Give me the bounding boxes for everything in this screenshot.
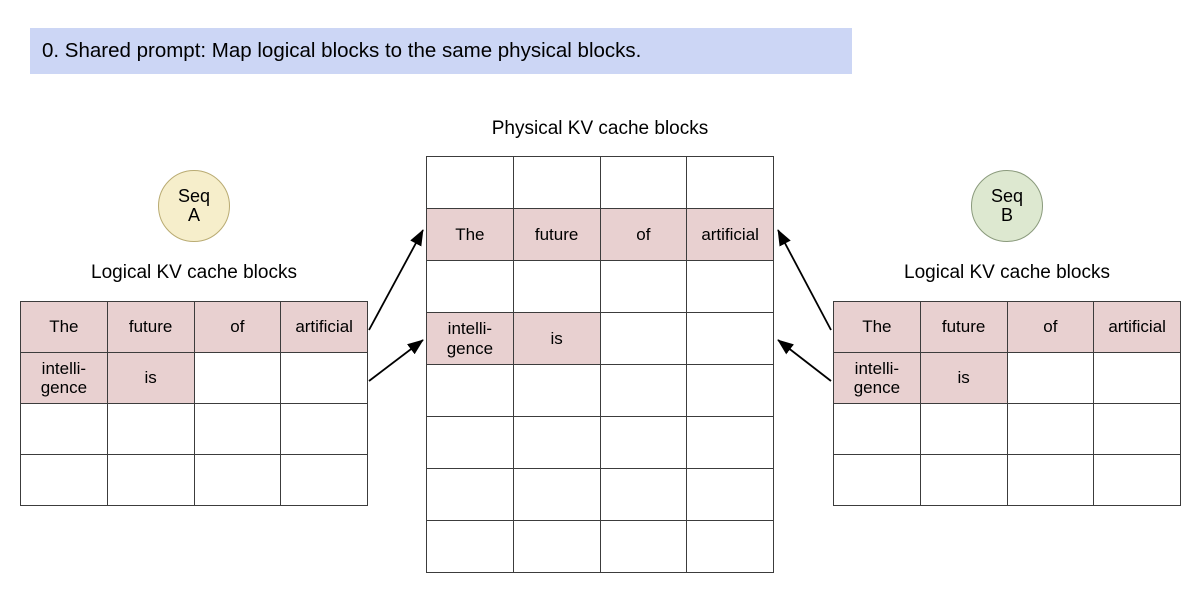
- seq-a-logical-blocks-table-cell-r4-c3: [193, 454, 282, 506]
- physical-blocks-table-cell-r6-c1: [426, 416, 514, 469]
- physical-blocks-table-cell-r4-c2: is: [512, 312, 601, 365]
- physical-blocks-table-cell-r8-c4: [686, 520, 774, 573]
- physical-blocks-table-cell-r4-c4: [686, 312, 774, 365]
- physical-blocks-table-cell-r2-c1: The: [426, 208, 514, 261]
- physical-blocks-table-cell-r7-c2: [512, 468, 601, 521]
- physical-blocks-table-row: [426, 520, 774, 573]
- seq-b-logical-blocks-table-cell-r1-c1: The: [833, 301, 921, 353]
- physical-blocks-table-row: [426, 416, 774, 469]
- seq-a-logical-blocks-table-cell-r2-c1: intelli-gence: [20, 352, 108, 404]
- physical-blocks-table-cell-r1-c4: [686, 156, 774, 209]
- seq-a-table-caption: Logical KV cache blocks: [91, 262, 297, 283]
- step-banner-text: 0. Shared prompt: Map logical blocks to …: [42, 39, 642, 63]
- seq-b-logical-blocks-table-row: [833, 454, 1181, 506]
- physical-blocks-table-cell-r1-c3: [599, 156, 688, 209]
- physical-blocks-table-cell-r1-c1: [426, 156, 514, 209]
- seq-b-logical-blocks-table-cell-r4-c2: [919, 454, 1008, 506]
- seq-a-logical-blocks-table-cell-r3-c2: [106, 403, 195, 455]
- seq-b-logical-blocks-table-cell-r4-c4: [1093, 454, 1181, 506]
- seq-b-logical-blocks-table-cell-r3-c4: [1093, 403, 1181, 455]
- physical-blocks-table-row: [426, 364, 774, 417]
- seq-b-logical-blocks-table-cell-r3-c3: [1006, 403, 1095, 455]
- seq-a-logical-blocks-table-cell-r3-c3: [193, 403, 282, 455]
- seq-b-logical-blocks-table-row: [833, 403, 1181, 455]
- physical-blocks-table-cell-r3-c2: [512, 260, 601, 313]
- physical-blocks-table-cell-r5-c3: [599, 364, 688, 417]
- seq-b-logical-blocks-table-cell-r1-c4: artificial: [1093, 301, 1181, 353]
- seq-b-badge: Seq B: [971, 170, 1043, 242]
- step-banner: 0. Shared prompt: Map logical blocks to …: [30, 28, 852, 74]
- physical-blocks-table-cell-r1-c2: [512, 156, 601, 209]
- seq-a-badge: Seq A: [158, 170, 230, 242]
- seq-b-logical-blocks-table-cell-r3-c1: [833, 403, 921, 455]
- seq-b-badge-line1: Seq: [990, 185, 1024, 206]
- seq-a-logical-blocks-table-cell-r3-c1: [20, 403, 108, 455]
- physical-blocks-table-row: [426, 156, 774, 209]
- seq-b-badge-line2: B: [1000, 205, 1013, 225]
- physical-blocks-table-row: [426, 468, 774, 521]
- seq-b-logical-blocks-table-cell-r1-c2: future: [919, 301, 1008, 353]
- physical-blocks-table-cell-r5-c2: [512, 364, 601, 417]
- physical-blocks-table-cell-r4-c3: [599, 312, 688, 365]
- seq-b-logical-blocks-table-cell-r2-c4: [1093, 352, 1181, 404]
- seq-a-logical-blocks-table-cell-r4-c4: [280, 454, 368, 506]
- physical-blocks-table-cell-r3-c1: [426, 260, 514, 313]
- physical-blocks-table-cell-r5-c1: [426, 364, 514, 417]
- physical-blocks-table-cell-r6-c4: [686, 416, 774, 469]
- seq-b-logical-blocks-table-cell-r3-c2: [919, 403, 1008, 455]
- seq-a-logical-blocks-table-cell-r2-c4: [280, 352, 368, 404]
- seq-a-logical-blocks-table-row: [20, 454, 368, 506]
- physical-blocks-table-row: [426, 260, 774, 313]
- physical-blocks-table-cell-r7-c3: [599, 468, 688, 521]
- seq-b-logical-blocks-table-cell-r4-c1: [833, 454, 921, 506]
- physical-blocks-table-cell-r3-c4: [686, 260, 774, 313]
- seq-a-logical-blocks-table-cell-r4-c1: [20, 454, 108, 506]
- seq-a-badge-line2: A: [187, 205, 200, 225]
- seq-a-logical-blocks-table-cell-r3-c4: [280, 403, 368, 455]
- physical-blocks-table-cell-r3-c3: [599, 260, 688, 313]
- physical-blocks-table-cell-r5-c4: [686, 364, 774, 417]
- seq-b-logical-blocks-table-cell-r2-c1: intelli-gence: [833, 352, 921, 404]
- physical-blocks-table-cell-r8-c1: [426, 520, 514, 573]
- physical-blocks-table-cell-r2-c4: artificial: [686, 208, 774, 261]
- physical-blocks-table-cell-r6-c2: [512, 416, 601, 469]
- seq-a-logical-blocks-table-cell-r1-c2: future: [106, 301, 195, 353]
- physical-table-caption: Physical KV cache blocks: [491, 118, 709, 139]
- seq-b-logical-blocks-table-cell-r2-c2: is: [919, 352, 1008, 404]
- physical-blocks-table-cell-r2-c3: of: [599, 208, 688, 261]
- physical-blocks-table-cell-r7-c1: [426, 468, 514, 521]
- physical-blocks-table-cell-r8-c2: [512, 520, 601, 573]
- seq-a-logical-blocks-table-cell-r2-c3: [193, 352, 282, 404]
- seq-b-row2-to-physical-row4-arrow: [777, 339, 832, 382]
- seq-a-logical-blocks-table-row: [20, 403, 368, 455]
- seq-a-badge-line1: Seq: [177, 185, 211, 206]
- physical-blocks-table-cell-r2-c2: future: [512, 208, 601, 261]
- seq-b-logical-blocks-table-cell-r2-c3: [1006, 352, 1095, 404]
- seq-a-logical-blocks-table-cell-r1-c3: of: [193, 301, 282, 353]
- seq-a-row2-to-physical-row4-arrow: [368, 339, 424, 382]
- seq-a-logical-blocks-table-cell-r1-c1: The: [20, 301, 108, 353]
- physical-blocks-table-cell-r7-c4: [686, 468, 774, 521]
- physical-blocks-table-cell-r4-c1: intelli-gence: [426, 312, 514, 365]
- seq-a-row1-to-physical-row2-arrow: [368, 229, 424, 331]
- physical-blocks-table-cell-r6-c3: [599, 416, 688, 469]
- seq-b-row1-to-physical-row2-arrow: [777, 229, 832, 331]
- physical-blocks-table-cell-r8-c3: [599, 520, 688, 573]
- seq-b-logical-blocks-table-cell-r1-c3: of: [1006, 301, 1095, 353]
- seq-b-table-caption: Logical KV cache blocks: [904, 262, 1110, 283]
- seq-a-logical-blocks-table-cell-r1-c4: artificial: [280, 301, 368, 353]
- seq-a-logical-blocks-table-cell-r4-c2: [106, 454, 195, 506]
- seq-b-logical-blocks-table-cell-r4-c3: [1006, 454, 1095, 506]
- seq-a-logical-blocks-table-cell-r2-c2: is: [106, 352, 195, 404]
